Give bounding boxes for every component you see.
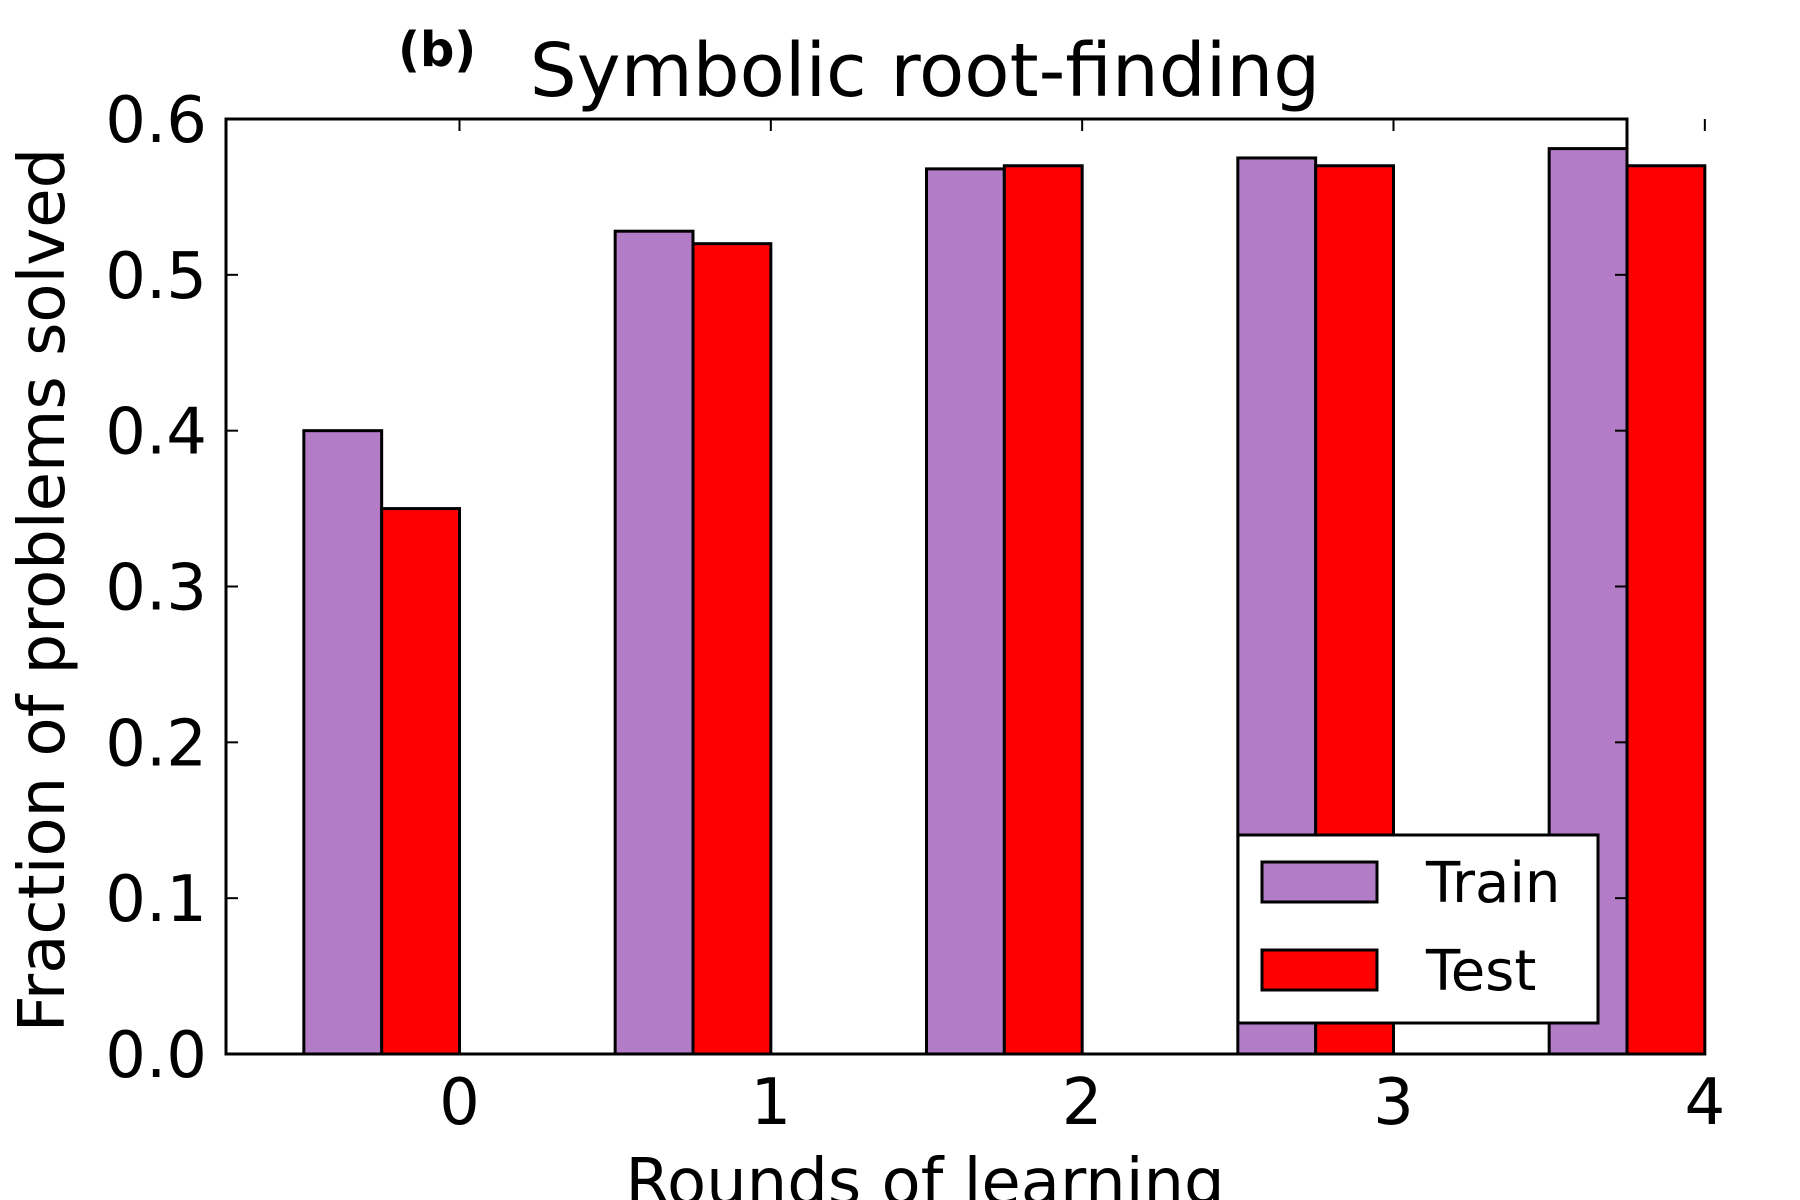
chart-title: Symbolic root-finding	[530, 28, 1320, 114]
bar-train-1	[613, 229, 695, 1056]
legend-swatch-train	[1260, 860, 1379, 904]
y-tick-labels: 0.0 0.1 0.2 0.3 0.4 0.5 0.6	[105, 84, 207, 1093]
legend-swatch-test	[1260, 948, 1379, 992]
x-tick-labels: 0 1 2 3 4	[439, 1066, 1725, 1140]
x-tick-label: 3	[1373, 1066, 1414, 1140]
y-tick-label: 0.0	[105, 1019, 207, 1093]
x-tick-label: 4	[1684, 1066, 1725, 1140]
y-tick-label: 0.1	[105, 863, 207, 937]
legend: Train Test	[1236, 833, 1600, 1025]
plot-border	[224, 117, 1629, 1056]
x-tick-label: 2	[1062, 1066, 1103, 1140]
x-tick-label: 1	[750, 1066, 791, 1140]
bar-test-4	[1625, 164, 1707, 1056]
bar-test-0	[380, 507, 461, 1056]
legend-label-train: Train	[1425, 851, 1560, 916]
y-axis-label: Fraction of problems solved	[6, 148, 80, 1033]
bar-train-2	[925, 167, 1006, 1056]
x-tick-label: 0	[439, 1066, 480, 1140]
y-tick-label: 0.2	[105, 707, 207, 781]
y-tick-label: 0.3	[105, 552, 207, 626]
y-tick-label: 0.6	[105, 84, 207, 158]
x-axis-label: Rounds of learning	[625, 1146, 1224, 1200]
bar-train-0	[302, 429, 384, 1056]
y-tick-label: 0.4	[105, 396, 207, 470]
bar-test-1	[691, 242, 773, 1056]
legend-label-test: Test	[1425, 939, 1536, 1004]
bar-test-2	[1002, 164, 1084, 1056]
panel-label: (b)	[398, 22, 476, 78]
y-tick-label: 0.5	[105, 240, 207, 314]
